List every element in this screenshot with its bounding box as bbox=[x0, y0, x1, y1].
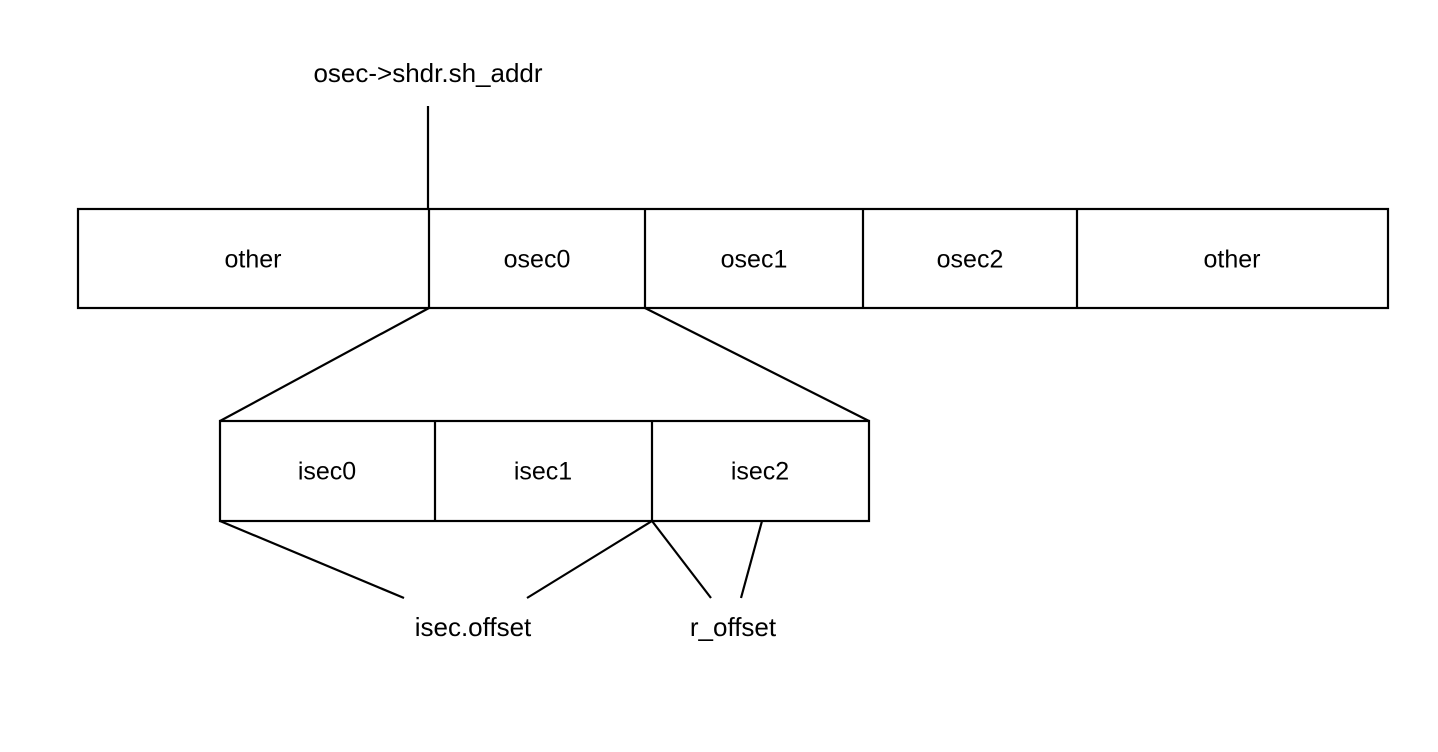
r-offset-leader-right bbox=[739, 520, 764, 599]
input-cell-label-isec2: isec2 bbox=[731, 458, 789, 486]
input-cell-label-isec0: isec0 bbox=[298, 458, 356, 486]
input-section-bar-outline bbox=[218, 419, 871, 523]
output-cell-label-osec0: osec0 bbox=[504, 246, 571, 274]
isec-offset-leader-right bbox=[526, 520, 653, 599]
output-cell-label-other-left: other bbox=[225, 246, 282, 274]
annotation-sh-addr: osec->shdr.sh_addr bbox=[313, 58, 542, 88]
output-section-bar-outline bbox=[76, 207, 1390, 310]
output-cell-label-osec2: osec2 bbox=[937, 246, 1004, 274]
output-cell-label-osec1: osec1 bbox=[721, 246, 788, 274]
annotation-isec-offset: isec.offset bbox=[415, 612, 532, 642]
r-offset-leader-left bbox=[651, 520, 712, 599]
annotation-r-offset: r_offset bbox=[690, 612, 777, 642]
input-cell-label-isec1: isec1 bbox=[514, 458, 572, 486]
output-cell-label-other-right: other bbox=[1204, 246, 1261, 274]
expansion-line-left bbox=[219, 307, 430, 422]
isec-offset-leader-left bbox=[219, 519, 405, 600]
expansion-line-right bbox=[644, 307, 870, 422]
